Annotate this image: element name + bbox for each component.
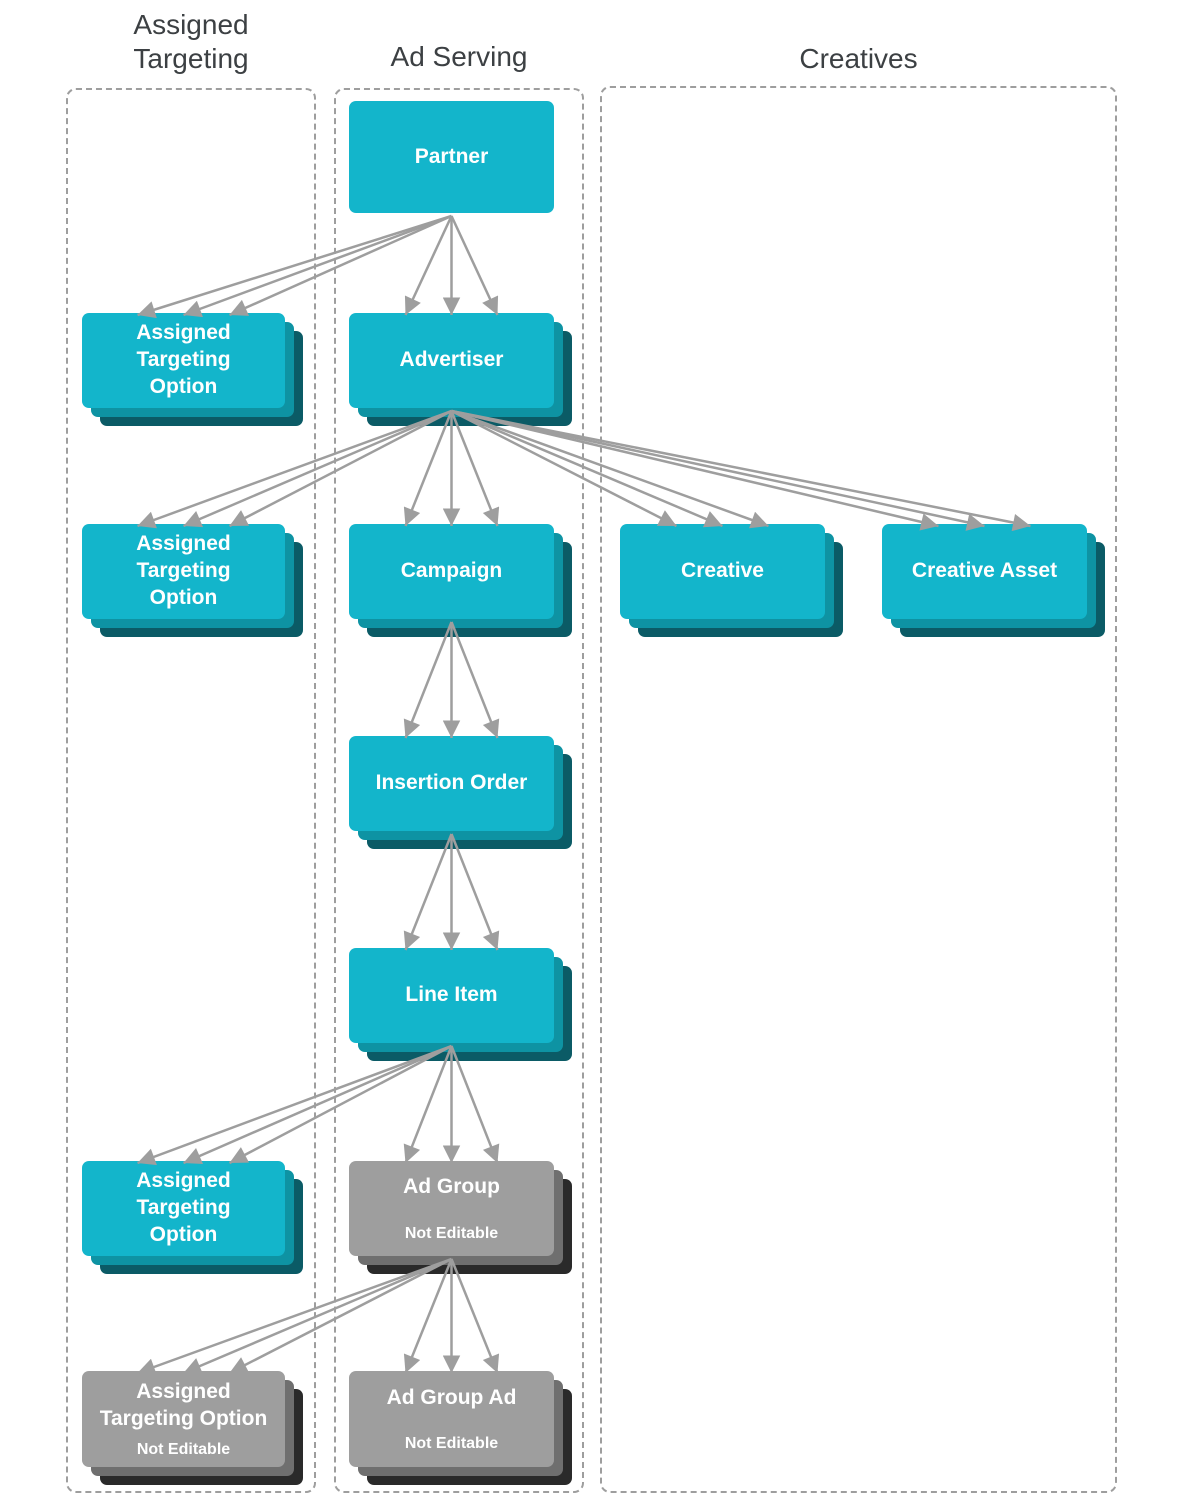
node-advertiser: Advertiser xyxy=(349,313,554,408)
column-header-assigned-targeting: Assigned Targeting xyxy=(133,9,249,75)
node-ad-group: Ad Group Not Editable xyxy=(349,1161,554,1256)
node-label: Assigned Targeting Option xyxy=(99,1379,268,1430)
column-header-ad-serving: Ad Serving xyxy=(390,41,528,72)
node-ad-group-ad: Ad Group Ad Not Editable xyxy=(349,1371,554,1467)
node-label: Ad Group Ad xyxy=(386,1385,517,1409)
node-creative: Creative xyxy=(620,524,825,619)
node-creative-asset: Creative Asset xyxy=(882,524,1087,619)
column-header-creatives: Creatives xyxy=(799,43,918,74)
node-sublabel-not-editable: Not Editable xyxy=(404,1224,499,1242)
node-label: Line Item xyxy=(405,983,498,1007)
node-label: Ad Group xyxy=(403,1175,500,1199)
node-label: Advertiser xyxy=(399,348,504,372)
node-label: Assigned Targeting Option xyxy=(136,532,231,609)
node-sublabel-not-editable: Not Editable xyxy=(136,1441,231,1459)
node-insertion-order: Insertion Order xyxy=(349,736,554,831)
node-sublabel-not-editable: Not Editable xyxy=(404,1435,499,1453)
node-assigned-targeting-option-ad-group: Assigned Targeting Option Not Editable xyxy=(82,1371,285,1467)
node-campaign: Campaign xyxy=(349,524,554,619)
node-partner: Partner xyxy=(349,101,554,213)
column-outline-creatives xyxy=(600,86,1117,1493)
node-label: Assigned Targeting Option xyxy=(136,1169,231,1246)
node-assigned-targeting-option-advertiser: Assigned Targeting Option xyxy=(82,524,285,619)
node-assigned-targeting-option-line-item: Assigned Targeting Option xyxy=(82,1161,285,1256)
node-line-item: Line Item xyxy=(349,948,554,1043)
node-label: Creative Asset xyxy=(911,559,1058,583)
node-label: Assigned Targeting Option xyxy=(136,321,231,398)
column-outline-assigned-targeting xyxy=(66,88,316,1493)
node-label: Creative xyxy=(681,559,764,583)
node-assigned-targeting-option-partner: Assigned Targeting Option xyxy=(82,313,285,408)
node-label: Insertion Order xyxy=(375,771,528,795)
node-label: Campaign xyxy=(400,559,503,583)
node-label: Partner xyxy=(414,144,489,168)
column-outline-ad-serving xyxy=(334,88,584,1493)
